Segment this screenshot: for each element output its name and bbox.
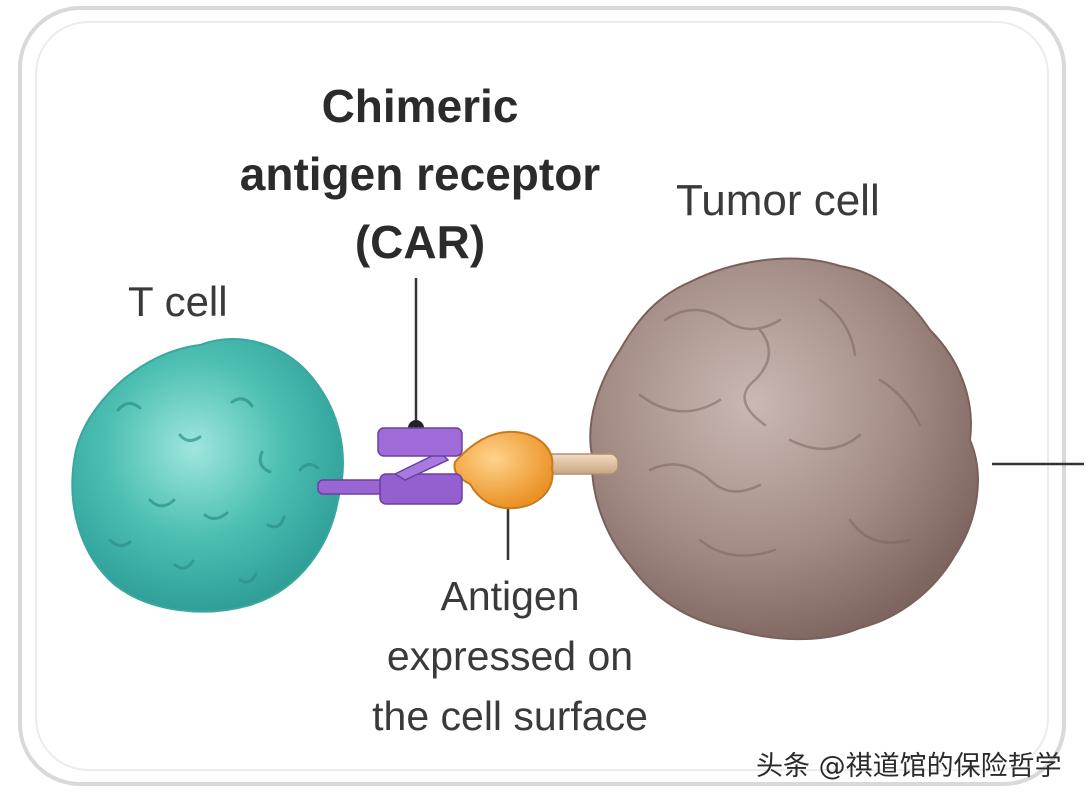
- tumor-cell: [589, 257, 979, 641]
- antigen-label-line-1: Antigen: [440, 573, 580, 619]
- car-upper-domain: [377, 427, 463, 457]
- car-lower-domain: [379, 473, 463, 505]
- car-hinge: [393, 451, 450, 481]
- antigen-label-line-2: expressed on: [386, 633, 634, 679]
- antigen-head: [453, 430, 554, 510]
- tumor-cell-body: [589, 257, 979, 641]
- t-cell-surface-pits: [108, 397, 320, 584]
- diagram-frame-inner: [35, 21, 1049, 771]
- car-title: Chimeric antigen receptor (CAR): [170, 72, 670, 276]
- t-cell-label: T cell: [128, 278, 228, 325]
- antigen-label: Antigen expressed on the cell surface: [330, 566, 690, 746]
- watermark: 头条 @祺道馆的保险哲学: [756, 751, 1062, 782]
- antigen-label-line-3: the cell surface: [372, 693, 648, 739]
- car-receptor: [317, 427, 463, 505]
- tumor-cell-label: Tumor cell: [676, 176, 880, 225]
- car-title-line-1: Chimeric: [321, 80, 519, 132]
- tumor-cell-folds: [638, 298, 922, 557]
- t-cell: [71, 338, 344, 613]
- car-title-line-3: (CAR): [354, 216, 486, 268]
- car-title-line-2: antigen receptor: [239, 148, 601, 200]
